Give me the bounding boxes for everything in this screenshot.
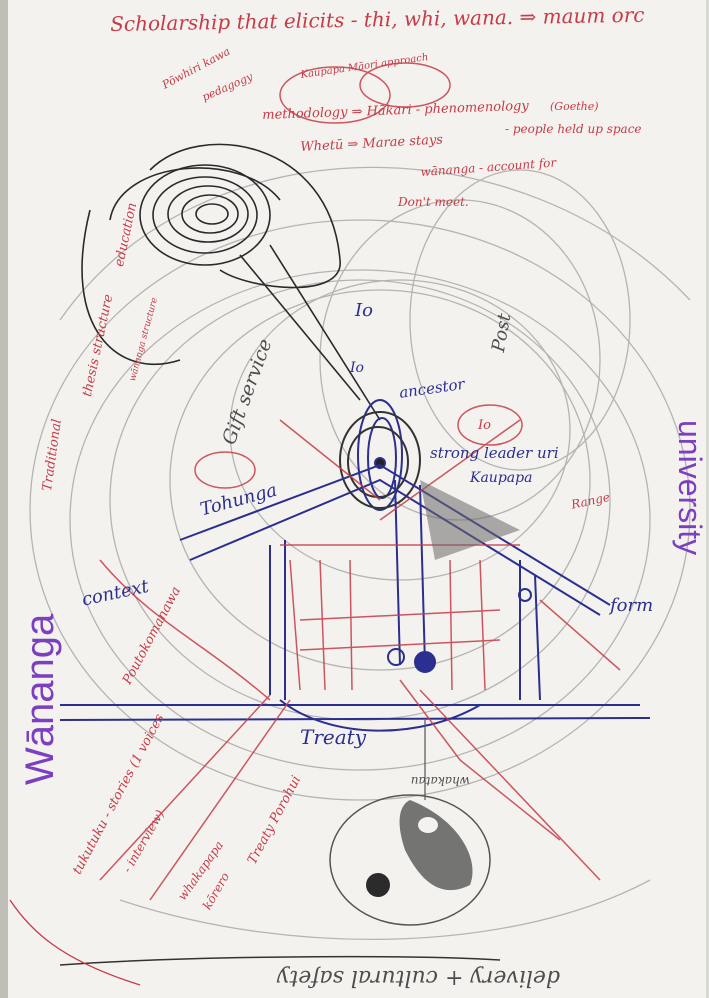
note-dont-meet: Don't meet. (398, 195, 469, 209)
note-kaupapa: Kaupapa (470, 470, 532, 486)
note-treaty: Treaty (300, 725, 366, 749)
paper-edge-left (0, 0, 8, 998)
note-people: - people held up space (505, 122, 642, 136)
note-strong-leader: strong leader uri (430, 444, 559, 462)
note-io-mid: Io (350, 360, 364, 376)
note-io-right: Io (478, 418, 491, 433)
note-whakatau: whakatau (411, 774, 470, 788)
note-io-top: Io (355, 300, 373, 321)
note-goethe: (Goethe) (550, 100, 599, 113)
note-form: form (610, 595, 653, 616)
note-bottom-delivery: delivery + cultural safety (277, 965, 560, 990)
label-university: university (671, 420, 708, 555)
label-wananga: Wānanga (18, 614, 63, 785)
